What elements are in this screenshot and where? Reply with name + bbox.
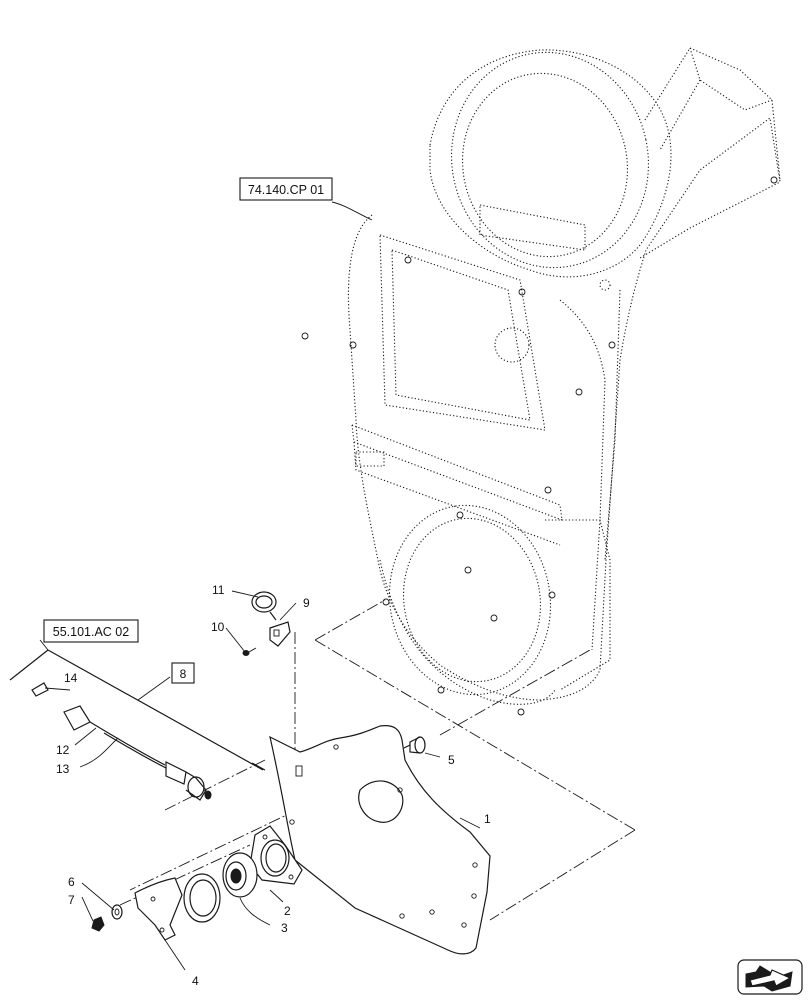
part-1-cover-plate — [269, 725, 491, 955]
housing-frame — [301, 47, 781, 716]
part-4-bracket — [134, 877, 183, 941]
frame-bolts — [301, 176, 778, 716]
reference-harness[interactable]: 55.101.AC 02 — [43, 619, 139, 643]
callout-13: 13 — [56, 762, 70, 776]
part-7-nut — [91, 916, 105, 932]
part-6-washer — [111, 904, 123, 920]
callout-10: 10 — [211, 620, 225, 634]
part-12-connector — [63, 705, 101, 731]
part-3-bearing — [222, 852, 258, 898]
part-11-clamp — [251, 591, 277, 621]
wire-harness — [9, 649, 266, 771]
callout-14: 14 — [64, 671, 78, 685]
callout-box-8: 8 — [171, 662, 195, 684]
leader-lines — [39, 201, 481, 971]
callout-11: 11 — [212, 583, 225, 597]
speed-sensor — [165, 761, 212, 801]
orientation-arrow-icon — [737, 959, 803, 995]
callout-8: 8 — [180, 667, 187, 681]
callout-5: 5 — [448, 753, 455, 767]
reference-frame[interactable]: 74.140.CP 01 — [239, 177, 333, 201]
callout-1: 1 — [484, 812, 491, 826]
callout-labels: 1 2 3 4 5 6 7 9 10 11 12 13 14 — [56, 583, 491, 988]
callout-6: 6 — [68, 875, 75, 889]
callout-2: 2 — [284, 904, 291, 918]
part-9-clip — [269, 621, 291, 647]
part-3-ring — [183, 873, 221, 923]
reference-frame-label: 74.140.CP 01 — [248, 183, 324, 197]
part-14-terminal — [31, 682, 49, 697]
sensor-cable — [99, 727, 169, 770]
callout-3: 3 — [281, 921, 288, 935]
callout-7: 7 — [68, 893, 75, 907]
reference-harness-label: 55.101.AC 02 — [53, 625, 129, 639]
part-5-bolt — [403, 736, 426, 754]
callout-4: 4 — [192, 974, 199, 988]
callout-9: 9 — [303, 596, 310, 610]
callout-12: 12 — [56, 743, 70, 757]
